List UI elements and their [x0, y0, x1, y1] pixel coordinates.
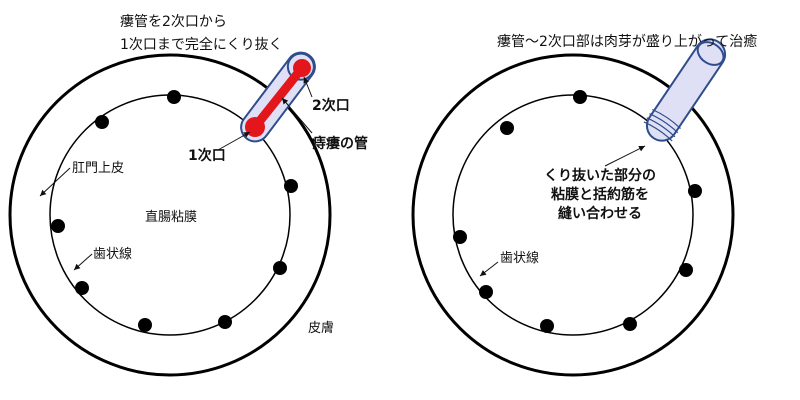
suture-note-line1: くり抜いた部分の	[544, 167, 656, 184]
suture-note-line2: 粘膜と括約筋を	[551, 186, 649, 203]
left-caption-line1: 瘻管を2次口から	[120, 13, 227, 30]
rectal-mucosa-label: 直腸粘膜	[145, 210, 197, 225]
right-dentate-line-label: 歯状線	[500, 250, 539, 266]
left-caption-line2: 1次口まで完全にくり抜く	[120, 36, 283, 53]
suture-note-line3: 縫い合わせる	[558, 205, 642, 222]
skin-outer-circle	[411, 53, 735, 377]
anal-epithelium-label: 肛門上皮	[72, 161, 124, 176]
healed-granulation-tube	[643, 38, 727, 142]
right-anus-diagram: 瘻管〜2次口部は肉芽が盛り上がって治癒 くり抜いた部分の 粘膜と括約筋を 縫い合…	[411, 33, 757, 377]
primary-opening-label: 1次口	[188, 147, 226, 164]
left-dentate-line-label: 歯状線	[93, 246, 132, 262]
dentate-line-circle	[452, 94, 694, 336]
skin-outer-circle	[8, 53, 332, 377]
fistula-tract-label: 痔瘻の管	[312, 135, 368, 152]
left-anus-diagram: 瘻管を2次口から 1次口まで完全にくり抜く 2次口 痔瘻の管 1次口 肛門上皮 …	[8, 13, 368, 377]
anal-gland-dots	[453, 90, 702, 333]
secondary-opening-label: 2次口	[312, 97, 350, 114]
suture-icon	[643, 108, 681, 142]
skin-label: 皮膚	[308, 320, 334, 336]
right-caption: 瘻管〜2次口部は肉芽が盛り上がって治癒	[497, 33, 757, 50]
anal-gland-dots	[51, 90, 298, 332]
